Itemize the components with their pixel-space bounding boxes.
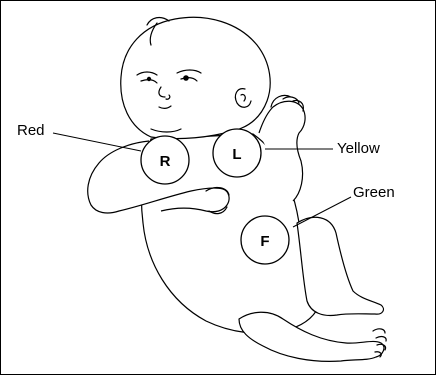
electrode-f-letter: F	[260, 233, 269, 250]
lead-label-green: Green	[353, 184, 395, 201]
infant-left-leg	[297, 217, 383, 315]
infant-left-pupil	[183, 75, 189, 81]
electrode-r: R	[141, 136, 189, 184]
infant-right-pupil	[147, 77, 151, 81]
infant-right-leg	[239, 312, 384, 361]
leader-line-red	[53, 133, 141, 151]
electrode-f: F	[241, 216, 289, 264]
infant-head	[121, 17, 270, 138]
electrode-r-letter: R	[160, 153, 171, 170]
electrode-l-letter: L	[232, 146, 241, 163]
lead-label-yellow: Yellow	[337, 140, 380, 157]
electrode-l: L	[213, 129, 261, 177]
lead-label-red: Red	[17, 122, 45, 139]
